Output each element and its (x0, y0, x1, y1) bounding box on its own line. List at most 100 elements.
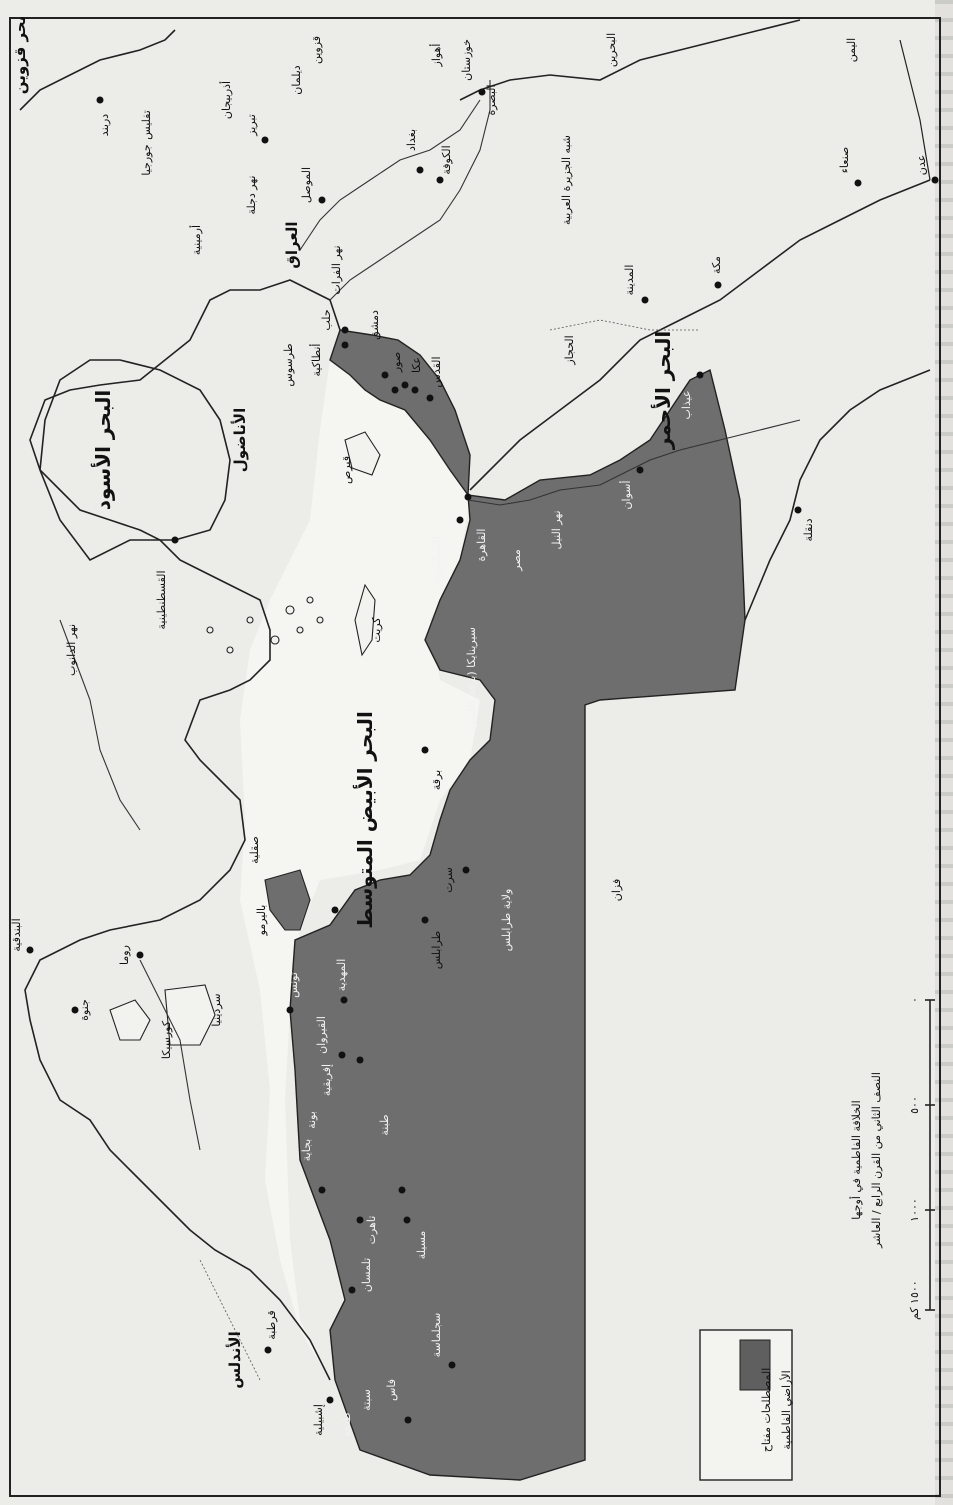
svg-text:قبرص: قبرص (340, 456, 353, 484)
legend-fatimid-label: الأراضي الفاطمية (779, 1370, 793, 1449)
tripoli-province-label: ولاية طرابلس (500, 889, 513, 952)
svg-text:أرمينية: أرمينية (189, 225, 203, 255)
city-label-kufa: الكوفة (440, 145, 453, 174)
svg-text:تونس: تونس (287, 972, 300, 998)
svg-text:البحر الأسود: البحر الأسود (90, 390, 115, 511)
svg-text:دربند: دربند (98, 114, 111, 136)
svg-text:أسوان: أسوان (619, 480, 633, 509)
svg-text:سيرينايكا (برقة كالنس): سيرينايكا (برقة كالنس) (465, 627, 478, 733)
svg-text:الكوفة: الكوفة (440, 145, 453, 174)
cyprus-label: قبرص (340, 456, 353, 484)
svg-text:إفريقية: إفريقية (320, 1064, 333, 1096)
svg-text:قرطبة: قرطبة (265, 1310, 278, 1339)
svg-text:خوزستان: خوزستان (460, 39, 473, 81)
city-label-mosul: الموصل (300, 167, 313, 203)
anatolia-label: الأناضول (231, 408, 249, 473)
svg-text:القاهرة: القاهرة (475, 529, 488, 562)
city-label-tripoli: طرابلس (430, 930, 443, 969)
crete-island (354, 583, 376, 657)
danube-label: نهر الدانوب (65, 624, 78, 676)
city-label-bijaya: بجاية (300, 1139, 313, 1161)
yemen-label: اليمن (845, 38, 858, 62)
svg-text:طرسوس: طرسوس (282, 343, 295, 386)
fatimid-territory-africa (289, 368, 746, 1481)
city-label-qayrawan: القيروان (315, 1016, 328, 1054)
svg-text:٥٠٠: ٥٠٠ (908, 1096, 921, 1114)
svg-text:العراق: العراق (283, 221, 301, 268)
svg-text:دنقلة: دنقلة (802, 518, 815, 541)
caspian-label: بحر قزوين (11, 16, 29, 95)
svg-text:سبتة: سبتة (360, 1389, 373, 1411)
red-sea-coastline (469, 179, 931, 491)
svg-text:صقلية: صقلية (248, 836, 261, 864)
svg-text:القدس: القدس (430, 356, 443, 387)
ifriqiya-label: إفريقية (320, 1064, 333, 1096)
svg-text:بونة: بونة (305, 1111, 318, 1129)
city-label-aydhab: عيذاب (680, 390, 693, 419)
svg-text:القسطنطينية: القسطنطينية (155, 570, 168, 629)
svg-text:البحر الأحمر: البحر الأحمر (650, 331, 675, 450)
city-label-dongola: دنقلة (802, 518, 815, 541)
city-label-ahwaz: أهواز (429, 44, 443, 68)
city-label-medina: المدينة (623, 265, 636, 296)
daylam-label: ديلمان (290, 65, 303, 94)
svg-text:دمشق: دمشق (368, 310, 382, 340)
svg-text:عكا: عكا (410, 357, 423, 373)
city-label-tarsus: طرسوس (282, 343, 295, 386)
city-label-tubna: طبنة (378, 1114, 391, 1136)
city-label-sijilmasa: سجلماسة (430, 1313, 443, 1358)
city-label-aswan: أسوان (619, 480, 633, 509)
city-label-fez: فاس (385, 1379, 398, 1401)
andalus-label: الأندلس (226, 1331, 244, 1388)
svg-text:سردينيا: سردينيا (210, 993, 223, 1026)
africa-east-coast (744, 369, 931, 621)
svg-text:مسيلة: مسيلة (415, 1231, 428, 1260)
scale-tick-0: ٠ (908, 997, 921, 1003)
svg-text:نهر الفرات: نهر الفرات (330, 245, 343, 294)
khuzistan-label: خوزستان (460, 39, 473, 81)
cyrenaica-label: سيرينايكا (برقة كالنس) (465, 627, 478, 733)
black-sea-label: البحر الأسود (90, 390, 115, 511)
city-label-derbent: دربند (98, 114, 111, 136)
bahrain-label: البحرين (605, 33, 618, 67)
svg-text:مصر: مصر (510, 549, 523, 572)
city-label-genoa: جنوة (78, 999, 91, 1021)
euphrates-river (329, 80, 491, 301)
city-label-tahert: تاهرت (365, 1216, 378, 1245)
city-label-constantinople: القسطنطينية (155, 570, 168, 629)
svg-text:مكة: مكة (710, 256, 723, 274)
crete-label: كريت (370, 617, 383, 643)
city-label-cordoba: قرطبة (265, 1310, 278, 1339)
svg-text:النصف الثاني من القرن الرابع /: النصف الثاني من القرن الرابع / العاشر (870, 1072, 883, 1249)
svg-text:الأراضي الفاطمية: الأراضي الفاطمية (779, 1370, 793, 1449)
caspian-coastline (19, 29, 176, 111)
svg-text:جورجيا: جورجيا (140, 144, 153, 175)
europe-coastline (24, 279, 341, 1381)
svg-text:الأندلس: الأندلس (226, 1331, 244, 1388)
svg-text:شبه الجزيرة العربية: شبه الجزيرة العربية (560, 135, 573, 225)
corsica-label: كورسيكا (160, 1020, 173, 1059)
svg-text:بجاية: بجاية (300, 1139, 313, 1161)
svg-text:٠: ٠ (908, 997, 921, 1003)
svg-text:الحجاز: الحجاز (563, 335, 576, 365)
city-label-alexandria: الإسكندرية (430, 536, 443, 584)
svg-text:قزوين: قزوين (310, 36, 323, 64)
mediterranean-label: البحر الأبيض المتوسط (352, 711, 377, 929)
svg-text:الإسكندرية: الإسكندرية (430, 536, 443, 584)
svg-text:نهر النيل: نهر النيل (550, 510, 563, 549)
city-label-baghdad: بغداد (405, 129, 418, 151)
city-label-bona: بونة (305, 1111, 318, 1129)
city-label-aleppo: حلب (320, 309, 333, 330)
city-label-cairo: القاهرة (475, 529, 488, 562)
svg-text:عدن: عدن (915, 155, 928, 175)
svg-text:البحر الأبيض المتوسط: البحر الأبيض المتوسط (352, 711, 377, 929)
aegean-islands (206, 596, 324, 654)
svg-text:طنجة: طنجة (340, 1412, 353, 1437)
city-label-tabriz: تبريز (245, 114, 258, 137)
map-frame (9, 17, 941, 1497)
svg-text:تفليس: تفليس (140, 110, 153, 140)
svg-text:حلب: حلب (320, 309, 333, 330)
svg-text:عيذاب: عيذاب (680, 390, 693, 419)
legend-title-label: المصطلحات مفتاح (760, 1368, 773, 1453)
